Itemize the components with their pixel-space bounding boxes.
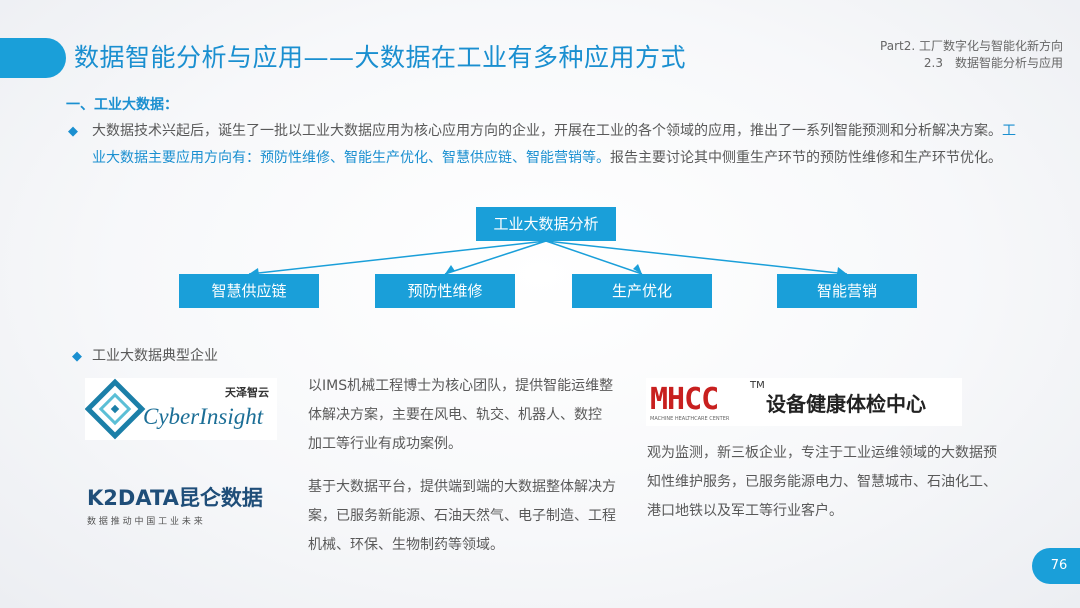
diagram-node-marketing: 智能营销 bbox=[777, 274, 917, 308]
cyberinsight-emblem-icon bbox=[84, 378, 146, 440]
diagram-node-maintenance: 预防性维修 bbox=[375, 274, 515, 308]
intro-text-b: 报告主要讨论其中侧重生产环节的预防性维修和生产环节优化。 bbox=[610, 150, 1002, 166]
connector-marketing bbox=[545, 240, 848, 275]
cyberinsight-logo-cn: 天泽智云 bbox=[225, 386, 269, 399]
breadcrumb-subsection: 2.3 数据智能分析与应用 bbox=[923, 56, 1063, 70]
intro-paragraph: 大数据技术兴起后，诞生了一批以工业大数据应用为核心应用方向的企业，开展在工业的各… bbox=[92, 118, 1018, 172]
page-number: 76 bbox=[1032, 548, 1080, 584]
mhcc-logo: MHCC TM 设备健康体检中心 MACHINE HEALTHCARE CENT… bbox=[646, 378, 962, 426]
intro-text-a: 大数据技术兴起后，诞生了一批以工业大数据应用为核心应用方向的企业，开展在工业的各… bbox=[92, 123, 1002, 139]
companies-heading-text: 工业大数据典型企业 bbox=[92, 348, 218, 364]
k2data-logo-slogan: 数 据 推 动 中 国 工 业 未 来 bbox=[87, 517, 203, 527]
breadcrumb-part: Part2. 工厂数字化与智能化新方向 bbox=[880, 39, 1063, 53]
k2data-logo-main: K2DATA昆仑数据 bbox=[87, 486, 263, 510]
diagram-root-node: 工业大数据分析 bbox=[476, 207, 616, 241]
mhcc-logo-en: MACHINE HEALTHCARE CENTER bbox=[650, 416, 730, 422]
arrowhead-maintenance bbox=[445, 265, 455, 274]
mhcc-description: 观为监测，新三板企业，专注于工业运维领域的大数据预知性维护服务，已服务能源电力、… bbox=[647, 445, 997, 519]
mhcc-logo-tm: TM bbox=[750, 380, 765, 391]
diagram-node-supply-chain: 智慧供应链 bbox=[179, 274, 319, 308]
connector-production bbox=[545, 240, 643, 275]
cyberinsight-logo: 天泽智云 CyberInsight bbox=[84, 378, 277, 440]
mhcc-logo-cn: 设备健康体检中心 bbox=[766, 392, 926, 416]
k2data-description: 基于大数据平台，提供端到端的大数据整体解决方案，已服务新能源、石油天然气、电子制… bbox=[308, 479, 616, 553]
arrowhead-marketing bbox=[837, 267, 847, 274]
arrowhead-production bbox=[633, 264, 642, 274]
connector-supply-chain bbox=[248, 240, 547, 275]
cyberinsight-description: 以IMS机械工程博士为核心团队，提供智能运维整体解决方案，主要在风电、轨交、机器… bbox=[308, 378, 614, 452]
diamond-bullet-icon: ◆ bbox=[72, 349, 82, 364]
companies-heading: ◆ 工业大数据典型企业 bbox=[72, 345, 218, 365]
intro-text-highlight: 工业大数据主要应用方向有：预防性维修、智能生产优化、智慧供应链、智能营销等。 bbox=[92, 123, 1016, 166]
connector-maintenance bbox=[444, 240, 547, 275]
diagram-node-production: 生产优化 bbox=[572, 274, 712, 308]
section-heading: 一、工业大数据： bbox=[66, 97, 178, 113]
title-accent-pill bbox=[0, 38, 66, 78]
cyberinsight-logo-en: CyberInsight bbox=[143, 404, 264, 429]
page-title: 数据智能分析与应用——大数据在工业有多种应用方式 bbox=[74, 43, 687, 72]
k2data-logo: K2DATA昆仑数据 数 据 推 动 中 国 工 业 未 来 bbox=[85, 478, 277, 534]
diamond-bullet-icon: ◆ bbox=[68, 124, 78, 139]
intro-bullet: ◆ 大数据技术兴起后，诞生了一批以工业大数据应用为核心应用方向的企业，开展在工业… bbox=[68, 118, 1018, 172]
section-breadcrumb: Part2. 工厂数字化与智能化新方向 2.3 数据智能分析与应用 bbox=[880, 38, 1063, 72]
mhcc-logo-mark: MHCC bbox=[650, 382, 719, 417]
